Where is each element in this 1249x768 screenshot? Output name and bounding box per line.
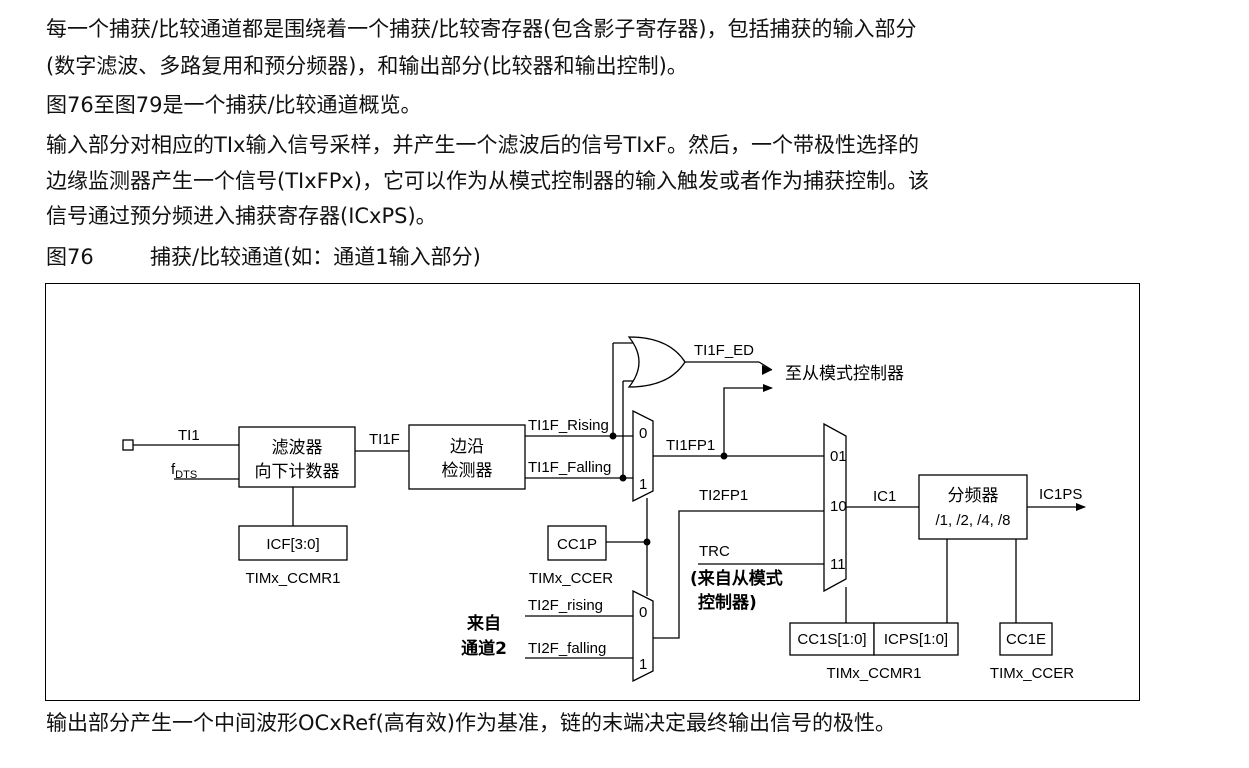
input-select-01: 01	[830, 448, 847, 465]
from-channel2-line1: 来自	[466, 613, 501, 634]
trc-label: TRC	[699, 543, 730, 560]
ti1f-label: TI1F	[369, 431, 400, 448]
cc1e-label: CC1E	[1006, 631, 1046, 648]
ti1-input-pin	[122, 439, 134, 451]
edge-detector-label-line2: 检测器	[442, 461, 493, 481]
ti1f-rising-label: TI1F_Rising	[528, 417, 609, 434]
timx-ccmr1-label-a: TIMx_CCMR1	[245, 570, 340, 587]
figure-title: 图76 捕获/比较通道(如：通道1输入部分)	[46, 243, 481, 271]
cc1p-register-box	[547, 525, 607, 561]
timx-ccer-label-b: TIMx_CCER	[990, 665, 1074, 682]
prescaler-label-line1: 分频器	[948, 486, 999, 506]
ti2f-falling-label: TI2F_falling	[528, 640, 606, 657]
channel2-mux-input-1: 1	[639, 656, 647, 673]
ti1-label: TI1	[178, 427, 200, 444]
edge-detector-label-line1: 边沿	[450, 437, 484, 457]
paragraph-input-line3: 信号通过预分频进入捕获寄存器(ICxPS)。	[46, 204, 437, 228]
from-channel2-line2: 通道2	[461, 638, 507, 659]
trc-source-line2: 控制器)	[698, 592, 757, 613]
input-select-11: 11	[830, 556, 846, 573]
diagram-frame: TI1 fDTS 滤波器 向下计数器 ICF[3:0] TIMx_CCMR1 T…	[45, 283, 1140, 701]
filter-block	[238, 426, 356, 488]
paragraph-output: 输出部分产生一个中间波形OCxRef(高有效)作为基准，链的末端决定最终输出信号…	[46, 711, 896, 735]
channel2-mux-input-0: 0	[639, 604, 647, 621]
icps-register-box	[873, 622, 959, 656]
cc1s-register-box	[789, 622, 875, 656]
timx-ccer-label-a: TIMx_CCER	[529, 570, 613, 587]
icf-register-box	[238, 525, 348, 561]
input-select-mux	[823, 422, 847, 593]
cc1s-label: CC1S[1:0]	[797, 631, 866, 648]
or-gate	[627, 336, 686, 388]
ti1fp1-label: TI1FP1	[666, 437, 715, 454]
polarity-mux-input-1: 1	[639, 476, 647, 493]
paragraph-input-line1: 输入部分对相应的TIx输入信号采样，并产生一个滤波后的信号TIxF。然后，一个带…	[46, 133, 919, 157]
paragraph-intro-line2: (数字滤波、多路复用和预分频器)，和输出部分(比较器和输出控制)。	[46, 54, 688, 78]
timx-ccmr1-label-b: TIMx_CCMR1	[826, 665, 921, 682]
cc1p-label: CC1P	[557, 536, 597, 553]
polarity-mux	[632, 409, 654, 503]
prescaler-label-line2: /1, /2, /4, /8	[935, 512, 1010, 529]
figure-number: 图76	[46, 245, 94, 269]
fdts-label: fDTS	[171, 461, 197, 481]
ti2f-rising-label: TI2F_rising	[528, 597, 603, 614]
paragraph-intro-line1: 每一个捕获/比较通道都是围绕着一个捕获/比较寄存器(包含影子寄存器)，包括捕获的…	[46, 17, 917, 41]
input-select-10: 10	[830, 498, 847, 515]
ic1ps-label: IC1PS	[1039, 486, 1082, 503]
paragraph-input-line2: 边缘监测器产生一个信号(TIxFPx)，它可以作为从模式控制器的输入触发或者作为…	[46, 169, 930, 193]
polarity-mux-input-0: 0	[639, 425, 647, 442]
cc1e-register-box	[999, 622, 1053, 656]
icps-label: ICPS[1:0]	[884, 631, 948, 648]
prescaler-block	[918, 474, 1028, 540]
ic1-label: IC1	[873, 488, 896, 505]
filter-label-line1: 滤波器	[272, 438, 323, 458]
filter-label-line2: 向下计数器	[255, 462, 340, 482]
ti2fp1-label: TI2FP1	[699, 487, 748, 504]
figure-caption: 捕获/比较通道(如：通道1输入部分)	[150, 245, 481, 269]
icf-label: ICF[3:0]	[266, 536, 319, 553]
capture-compare-diagram: TI1 fDTS 滤波器 向下计数器 ICF[3:0] TIMx_CCMR1 T…	[122, 336, 1086, 683]
ti1f-falling-label: TI1F_Falling	[528, 459, 611, 476]
to-slave-controller-label: 至从模式控制器	[785, 364, 904, 384]
ti1f-ed-label: TI1F_ED	[694, 342, 754, 359]
edge-detector-block	[408, 424, 526, 490]
channel2-polarity-mux	[632, 589, 654, 683]
paragraph-figure-overview: 图76至图79是一个捕获/比较通道概览。	[46, 93, 422, 117]
trc-source-line1: (来自从模式	[690, 568, 783, 589]
